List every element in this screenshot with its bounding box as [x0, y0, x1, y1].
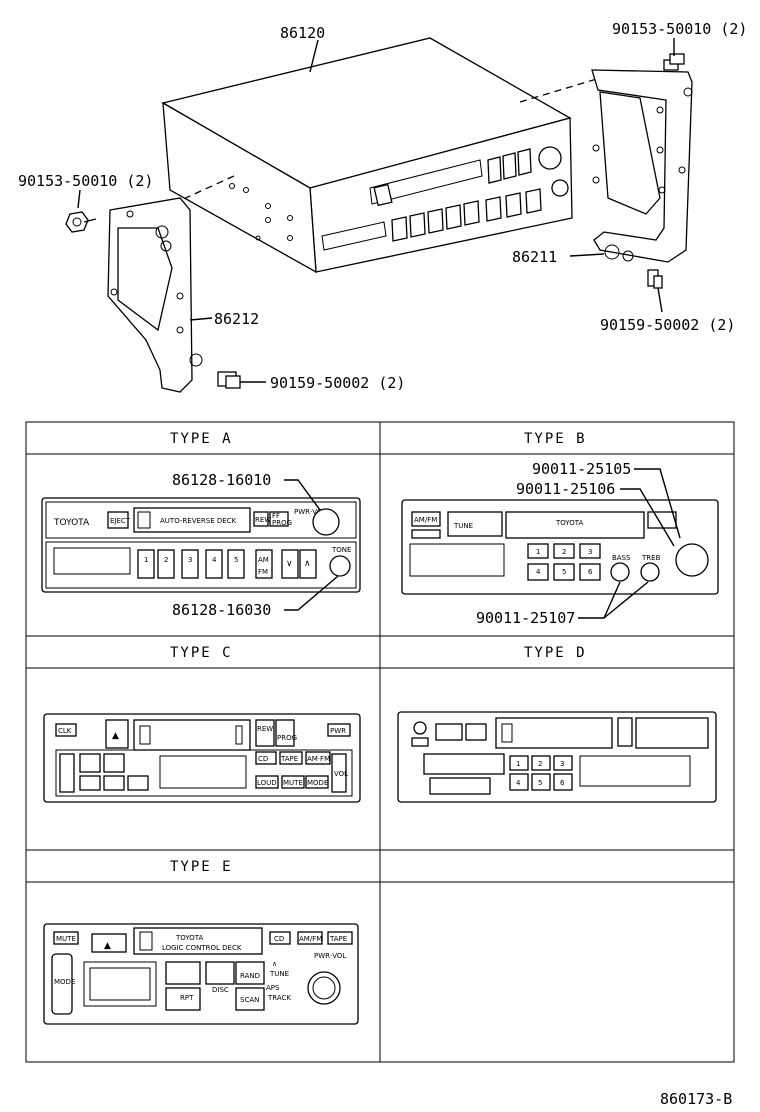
type-e-mute: MUTE: [56, 935, 76, 943]
type-c-pwr: PWR: [330, 727, 346, 735]
type-e-tune-up-icon: ∧: [272, 960, 277, 968]
type-e-track: TRACK: [267, 994, 291, 1002]
screw-left: [217, 371, 241, 389]
type-a-preset-1: 1: [144, 556, 148, 564]
header-type-c: TYPE C: [170, 645, 233, 661]
type-a-brand: TOYOTA: [53, 518, 90, 528]
type-a-preset-5: 5: [234, 556, 238, 564]
type-a-up-icon: ∧: [304, 559, 311, 569]
type-d-preset-2: 2: [538, 760, 542, 768]
figure-id: 860173-B: [660, 1090, 732, 1108]
type-c-eject-icon: ▲: [112, 731, 119, 741]
type-d-preset-1: 1: [516, 760, 520, 768]
type-e-sub: LOGIC CONTROL DECK: [162, 944, 242, 952]
type-b-panel: AM/FM TUNE TOYOTA 1 2 3 4 5 6 BASS TREB: [401, 499, 719, 595]
label-86120: 86120: [280, 24, 325, 42]
type-c-mode: MODE: [307, 779, 328, 787]
type-a-fm: FM: [258, 568, 268, 576]
type-a-tone-label: TONE: [331, 546, 351, 554]
label-86212: 86212: [214, 310, 259, 328]
type-e-rpt: RPT: [180, 994, 194, 1002]
type-c-tape: TAPE: [280, 755, 298, 763]
type-a-panel: TOYOTA EJECT AUTO-REVERSE DECK REW FF PR…: [41, 497, 361, 593]
header-type-e: TYPE E: [170, 859, 233, 875]
screw-right: [647, 269, 663, 289]
type-b-preset-1: 1: [536, 548, 540, 556]
type-b-brand: TOYOTA: [555, 519, 584, 527]
type-b-preset-5: 5: [562, 568, 566, 576]
type-c-clk: CLK: [58, 727, 72, 735]
label-screw-right: 90159-50002 (2): [600, 316, 735, 334]
type-c-prog: PROG: [277, 734, 297, 742]
callout-86128-16010: 86128-16010: [172, 471, 271, 489]
type-b-treb-label: TREB: [641, 554, 661, 562]
type-a-preset-2: 2: [164, 556, 168, 564]
type-e-aps: APS: [266, 984, 280, 992]
label-bolt-left: 90153-50010 (2): [18, 172, 153, 190]
type-e-mode: MODE: [54, 978, 75, 986]
type-e-brand: TOYOTA: [175, 934, 204, 942]
label-86211: 86211: [512, 248, 557, 266]
type-b-preset-2: 2: [562, 548, 566, 556]
type-c-mute: MUTE: [283, 779, 303, 787]
type-d-panel: 1 2 3 4 5 6: [397, 711, 717, 803]
type-d-preset-3: 3: [560, 760, 564, 768]
callout-86128-16030: 86128-16030: [172, 601, 271, 619]
type-e-pwr-vol: PWR·VOL: [314, 952, 346, 960]
type-a-down-icon: ∨: [286, 559, 293, 569]
type-e-disc: DISC: [212, 986, 229, 994]
type-a-eject: EJECT: [110, 517, 131, 525]
label-screw-left: 90159-50002 (2): [270, 374, 405, 392]
type-b-preset-4: 4: [536, 568, 541, 576]
type-a-preset-4: 4: [212, 556, 217, 564]
callout-90011-25107: 90011-25107: [476, 609, 575, 627]
type-a-preset-3: 3: [188, 556, 192, 564]
type-e-eject-icon: ▲: [104, 941, 111, 951]
type-a-prog: PROG: [272, 519, 292, 527]
bolt-left: [65, 211, 97, 233]
type-a-am: AM: [258, 556, 269, 564]
type-d-preset-4: 4: [516, 779, 521, 787]
bracket-86212: [107, 197, 203, 393]
header-type-b: TYPE B: [524, 431, 587, 447]
type-d-preset-6: 6: [560, 779, 565, 787]
type-b-tune: TUNE: [453, 522, 473, 530]
type-b-am-fm: AM/FM: [414, 516, 437, 524]
header-type-a: TYPE A: [170, 431, 233, 447]
radio-unit-86120: [161, 37, 573, 274]
type-e-panel: MUTE ▲ TOYOTA LOGIC CONTROL DECK CD AM/F…: [43, 923, 359, 1025]
type-a-rew: REW: [255, 516, 271, 524]
type-e-am-fm: AM/FM: [299, 935, 322, 943]
type-d-preset-5: 5: [538, 779, 542, 787]
type-e-cd: CD: [274, 935, 284, 943]
type-e-tune: TUNE: [269, 970, 289, 978]
type-e-scan: SCAN: [240, 996, 259, 1004]
callout-90011-25105: 90011-25105: [532, 460, 631, 478]
bolt-right-top: [663, 53, 685, 71]
type-c-rew: REW: [257, 725, 273, 733]
type-b-bass-label: BASS: [612, 554, 631, 562]
bracket-86211: [591, 69, 693, 263]
type-a-pwr-vol: PWR·VOL: [294, 508, 326, 516]
type-c-panel: CLK ▲ REW PROG PWR CD TAPE AM·FM LOUD MU…: [43, 713, 361, 803]
type-e-rand: RAND: [240, 972, 260, 980]
type-b-preset-3: 3: [588, 548, 592, 556]
callout-90011-25106: 90011-25106: [516, 480, 615, 498]
type-a-cassette: AUTO-REVERSE DECK: [160, 517, 237, 525]
label-bolt-right: 90153-50010 (2): [612, 20, 747, 38]
type-b-preset-6: 6: [588, 568, 593, 576]
type-a-ff: FF: [272, 512, 280, 520]
type-c-cd: CD: [258, 755, 268, 763]
type-e-tape: TAPE: [329, 935, 347, 943]
type-c-loud: LOUD: [257, 779, 277, 787]
header-type-d: TYPE D: [524, 645, 587, 661]
type-c-am-fm: AM·FM: [307, 755, 330, 763]
type-table: [25, 421, 735, 1063]
type-c-vol: VOL: [334, 770, 348, 778]
